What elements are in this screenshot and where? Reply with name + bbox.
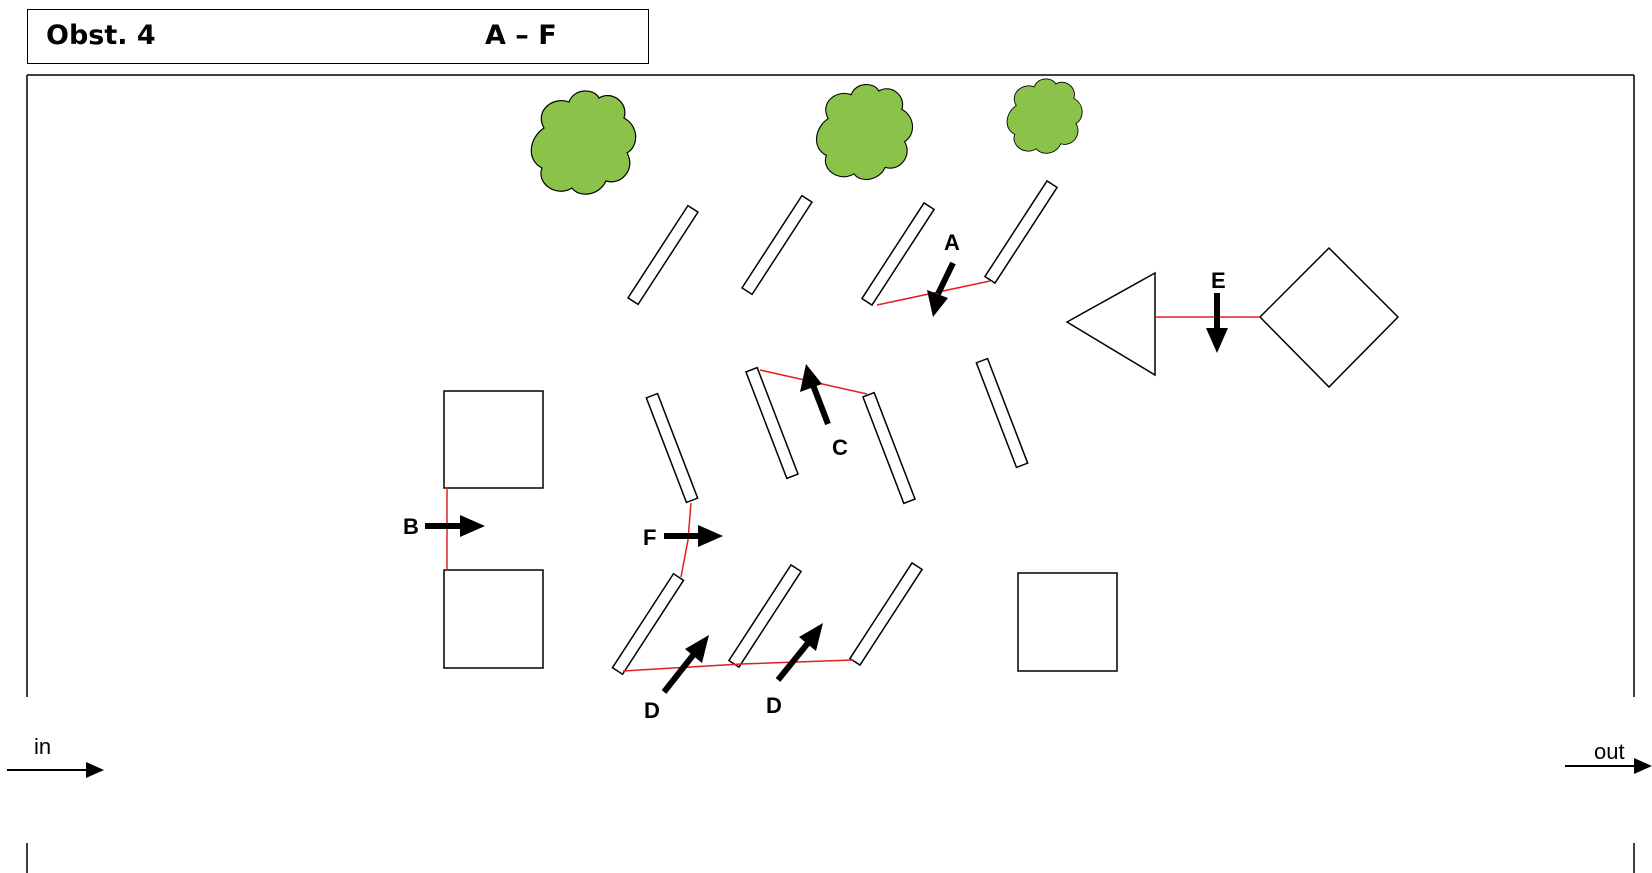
pole xyxy=(745,366,799,480)
label-a: A xyxy=(944,230,960,255)
arrow-icon xyxy=(800,364,831,426)
arrow-icon xyxy=(425,515,485,537)
entry-label: in xyxy=(34,734,51,759)
pole xyxy=(983,179,1059,285)
obstacle-range: A – F xyxy=(485,20,557,51)
pole xyxy=(727,563,803,669)
triangle-obstacle xyxy=(1065,271,1156,377)
label-d: D xyxy=(644,698,660,723)
pole xyxy=(626,204,700,306)
title-box: Obst. 4 A – F xyxy=(27,9,649,64)
label-d: D xyxy=(766,693,782,718)
arrow-icon xyxy=(661,635,709,694)
label-f: F xyxy=(643,525,656,550)
arrow-icon xyxy=(775,623,823,682)
pole xyxy=(740,194,814,296)
pole xyxy=(860,201,936,307)
pole xyxy=(611,572,685,676)
tree-icon xyxy=(530,90,637,195)
obstacle-number: Obst. 4 xyxy=(46,20,156,51)
pole xyxy=(975,357,1029,469)
pole xyxy=(862,391,916,505)
square-block xyxy=(1017,572,1118,672)
square-block xyxy=(443,390,544,489)
tree-icon xyxy=(1006,78,1083,154)
arrow-icon xyxy=(664,525,723,547)
arrow-icon xyxy=(1206,293,1228,353)
pole xyxy=(645,392,699,504)
label-b: B xyxy=(403,514,419,539)
label-c: C xyxy=(832,435,848,460)
arena-border xyxy=(26,74,1635,873)
diamond-obstacle xyxy=(1258,246,1400,389)
square-block xyxy=(443,569,544,669)
arrow-icon xyxy=(927,261,956,317)
tree-icon xyxy=(816,84,914,180)
label-e: E xyxy=(1211,268,1226,293)
pole xyxy=(848,561,924,667)
exit-label: out xyxy=(1594,739,1625,764)
